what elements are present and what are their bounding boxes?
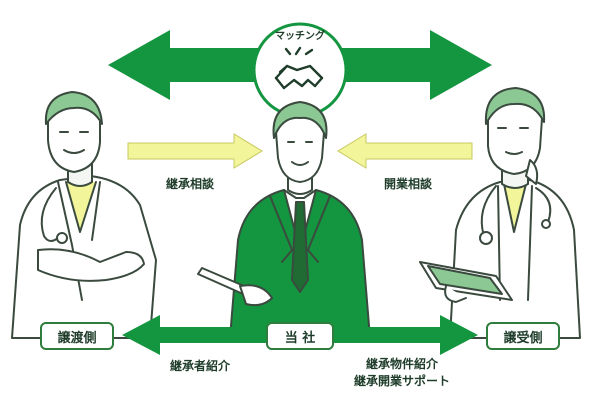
bottom-right-label-1: 継承物件紹介 [366,357,439,371]
company-box: 当 社 [266,322,334,350]
bottom-left-label: 継承者紹介 [170,359,231,373]
left-request-arrow [127,133,263,169]
handshake-icon [274,46,324,90]
right-request-label: 開業相談 [384,177,433,191]
buyer-box: 譲受側 [486,322,560,350]
left-request-label: 継承相談 [166,177,215,191]
seller-box: 譲渡側 [40,322,114,350]
right-request-arrow [337,133,473,169]
buyer-doctor-illustration [419,87,581,339]
company-staff-illustration [197,101,371,339]
matching-label: マッチング [275,31,325,42]
bottom-right-label-2: 継承開業サポート [354,374,451,388]
seller-doctor-illustration [11,91,157,339]
